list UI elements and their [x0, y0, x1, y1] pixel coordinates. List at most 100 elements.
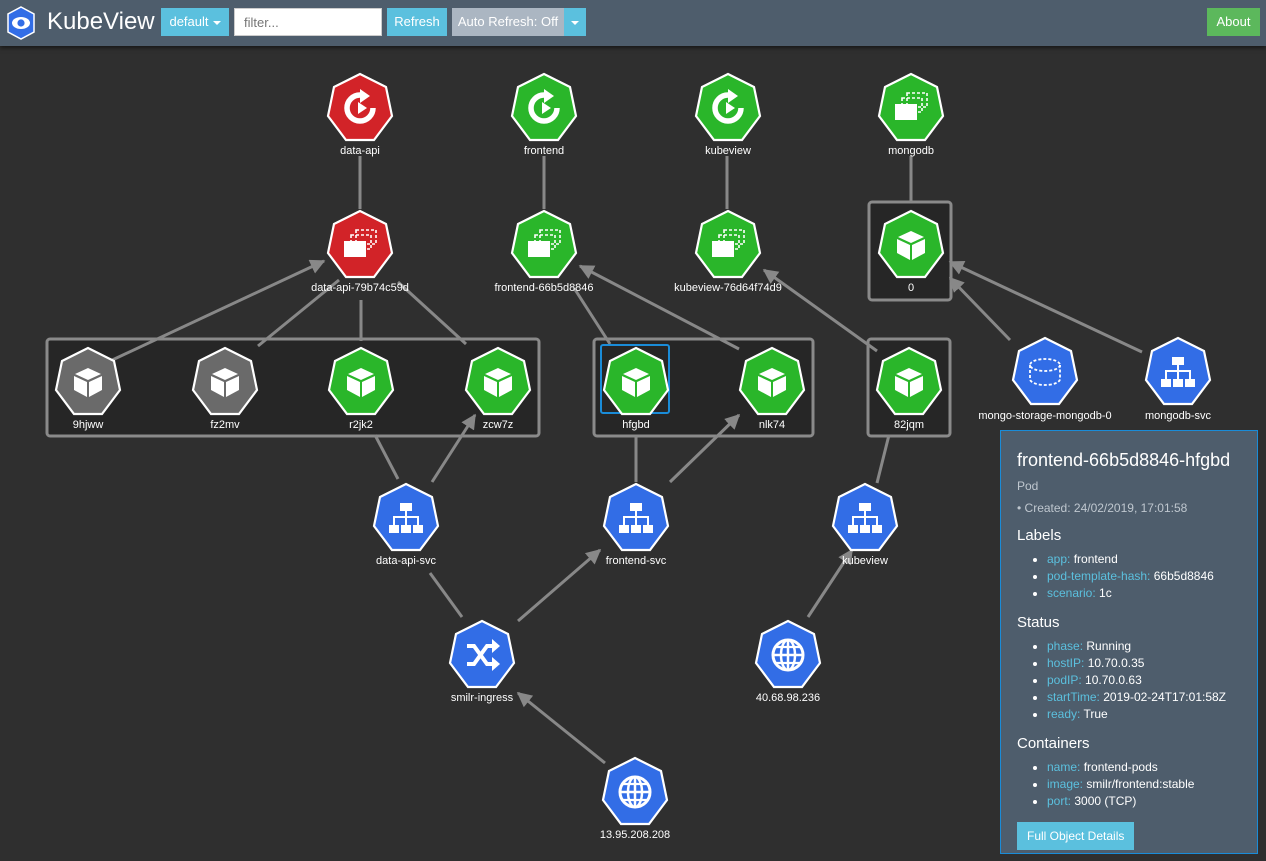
status-heading: Status: [1017, 614, 1060, 631]
node-label: frontend-svc: [605, 555, 667, 567]
node-replicaset-kubeview[interactable]: [694, 209, 762, 281]
node-label: 13.95.208.208: [599, 829, 671, 841]
node-label: 0: [907, 282, 915, 294]
network-tree-icon: [1158, 352, 1198, 392]
node-label: 82jqm: [894, 419, 924, 431]
list-item: phase: Running: [1047, 638, 1241, 655]
refresh-arrow-icon: [524, 88, 564, 128]
list-item: image: smilr/frontend:stable: [1047, 776, 1241, 793]
refresh-arrow-icon: [708, 88, 748, 128]
status-list: phase: Running hostIP: 10.70.0.35 podIP:…: [1017, 638, 1241, 723]
list-item: port: 3000 (TCP): [1047, 793, 1241, 810]
stacked-disks-icon: [891, 88, 931, 128]
node-label: 9hjww: [72, 419, 104, 431]
node-pod-nlk74[interactable]: [738, 346, 806, 418]
node-label: mongodb-svc: [1144, 410, 1212, 422]
node-pod-hfgbd[interactable]: [602, 346, 670, 418]
storage-disk-icon: [1025, 352, 1065, 392]
full-object-details-button[interactable]: Full Object Details: [1017, 822, 1135, 850]
list-item: name: frontend-pods: [1047, 759, 1241, 776]
cube-icon: [889, 362, 929, 402]
stacked-windows-icon: [708, 225, 748, 265]
node-deployment-data-api[interactable]: [326, 72, 394, 144]
network-tree-icon: [386, 498, 426, 538]
network-tree-icon: [616, 498, 656, 538]
node-label: kubeview: [705, 145, 751, 157]
kubeview-logo-icon: [7, 6, 35, 40]
app-title: KubeView: [47, 8, 155, 35]
node-service-mongodb-svc[interactable]: [1144, 336, 1212, 408]
node-pod-zcw7z[interactable]: [464, 346, 532, 418]
filter-input[interactable]: [234, 8, 382, 36]
group-box-data-api-pods: [45, 337, 541, 438]
node-label: fz2mv: [210, 419, 240, 431]
containers-heading: Containers: [1017, 735, 1090, 752]
node-label: smilr-ingress: [450, 692, 514, 704]
node-deployment-kubeview[interactable]: [694, 72, 762, 144]
stacked-windows-icon: [340, 225, 380, 265]
navbar: KubeView default Refresh Auto Refresh: O…: [0, 0, 1266, 46]
refresh-button[interactable]: Refresh: [387, 8, 447, 36]
namespace-value: default: [169, 14, 209, 29]
node-label: kubeview: [842, 555, 888, 567]
node-statefulset-mongodb[interactable]: [877, 72, 945, 144]
cube-icon: [341, 362, 381, 402]
node-label: kubeview-76d64f74d9: [674, 282, 782, 294]
node-pvc-mongo-storage[interactable]: [1011, 336, 1079, 408]
namespace-dropdown[interactable]: default: [161, 8, 229, 36]
list-item: startTime: 2019-02-24T17:01:58Z: [1047, 689, 1241, 706]
cube-icon: [891, 225, 931, 265]
node-label: nlk74: [758, 419, 786, 431]
node-label: data-api-svc: [376, 555, 436, 567]
cube-icon: [616, 362, 656, 402]
node-pod-r2jk2[interactable]: [327, 346, 395, 418]
node-replicaset-frontend[interactable]: [510, 209, 578, 281]
containers-list: name: frontend-pods image: smilr/fronten…: [1017, 759, 1241, 810]
node-replicaset-data-api[interactable]: [326, 209, 394, 281]
labels-list: app: frontend pod-template-hash: 66b5d88…: [1017, 551, 1241, 602]
details-panel: frontend-66b5d8846-hfgbd Pod • Created: …: [1000, 430, 1258, 854]
auto-refresh-dropdown-toggle[interactable]: [564, 8, 586, 36]
chevron-down-icon: [571, 20, 579, 25]
network-tree-icon: [845, 498, 885, 538]
node-service-kubeview[interactable]: [831, 482, 899, 554]
node-pod-mongodb-0[interactable]: [877, 209, 945, 281]
labels-heading: Labels: [1017, 527, 1062, 544]
globe-icon: [768, 635, 808, 675]
refresh-arrow-icon: [340, 88, 380, 128]
cube-icon: [752, 362, 792, 402]
graph-canvas[interactable]: data-api frontend kubeview mongodb data-…: [0, 46, 1266, 861]
node-label: hfgbd: [622, 419, 650, 431]
node-label: 40.68.98.236: [755, 692, 821, 704]
about-button[interactable]: About: [1207, 8, 1260, 36]
node-service-data-api-svc[interactable]: [372, 482, 440, 554]
node-label: data-api-79b74c59d: [311, 282, 409, 294]
list-item: scenario: 1c: [1047, 585, 1241, 602]
node-label: zcw7z: [482, 419, 514, 431]
node-ip-ingress[interactable]: [601, 756, 669, 828]
cube-icon: [205, 362, 245, 402]
node-label: mongodb: [888, 145, 934, 157]
auto-refresh-button[interactable]: Auto Refresh: Off: [452, 8, 564, 36]
node-pod-82jqm[interactable]: [875, 346, 943, 418]
node-label: data-api: [340, 145, 380, 157]
details-kind: Pod: [1017, 479, 1039, 493]
details-title: frontend-66b5d8846-hfgbd: [1017, 450, 1231, 470]
node-pod-fz2mv[interactable]: [191, 346, 259, 418]
node-ingress-smilr[interactable]: [448, 619, 516, 691]
node-label: mongo-storage-mongodb-0: [978, 410, 1112, 422]
list-item: podIP: 10.70.0.63: [1047, 672, 1241, 689]
list-item: app: frontend: [1047, 551, 1241, 568]
node-label: r2jk2: [349, 419, 373, 431]
node-pod-9hjww[interactable]: [54, 346, 122, 418]
node-ip-kubeview[interactable]: [754, 619, 822, 691]
list-item: pod-template-hash: 66b5d8846: [1047, 568, 1241, 585]
globe-icon: [615, 772, 655, 812]
node-deployment-frontend[interactable]: [510, 72, 578, 144]
list-item: ready: True: [1047, 706, 1241, 723]
cube-icon: [68, 362, 108, 402]
details-created: • Created: 24/02/2019, 17:01:58: [1017, 501, 1188, 515]
node-service-frontend-svc[interactable]: [602, 482, 670, 554]
chevron-down-icon: [212, 20, 221, 25]
cube-icon: [478, 362, 518, 402]
